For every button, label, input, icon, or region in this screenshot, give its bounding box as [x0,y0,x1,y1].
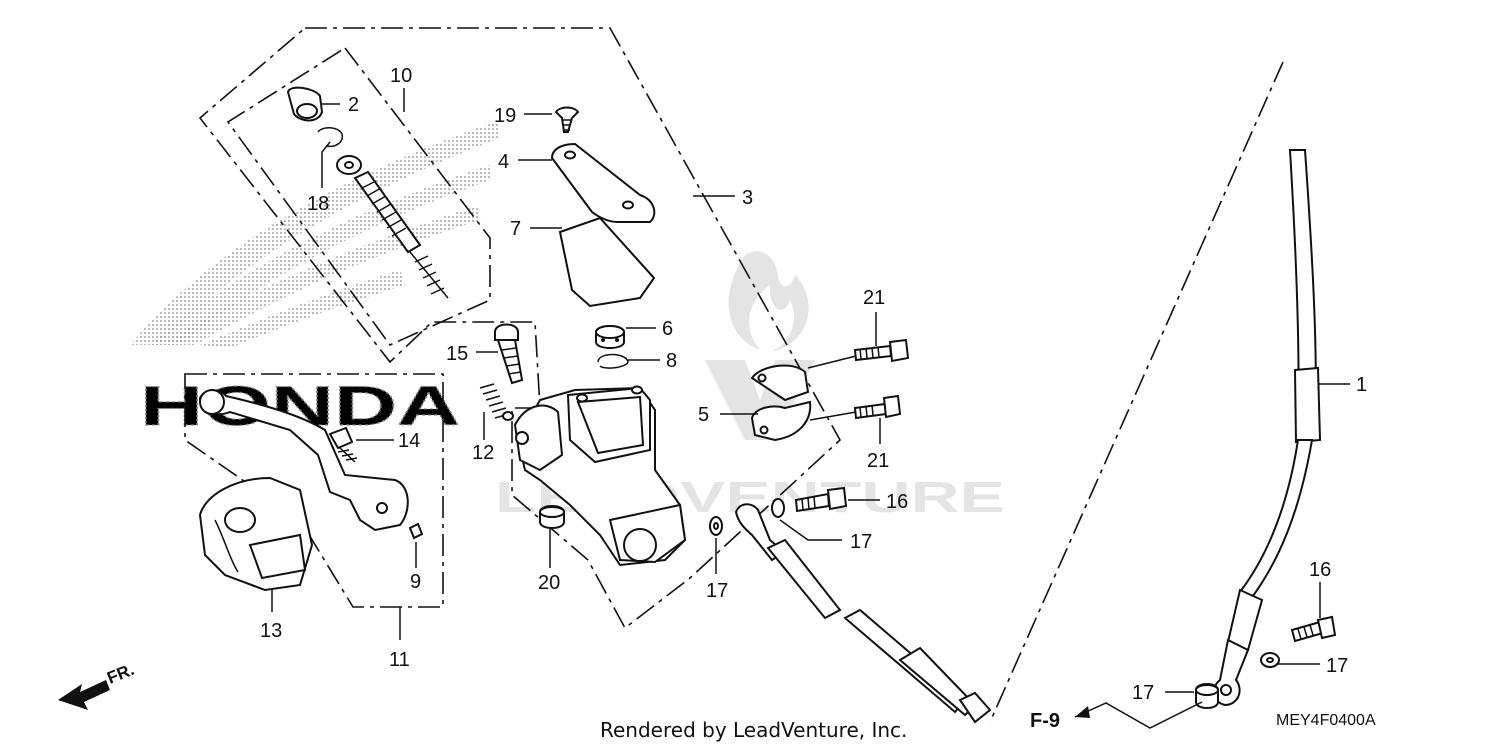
master-cylinder-body [513,385,687,567]
leader-lines [271,88,1350,729]
honda-wing-watermark: HONDA [130,120,500,438]
clamp-bolt-upper [853,338,910,363]
callout-20: 20 [538,572,560,594]
callout-17-a: 17 [706,580,728,602]
callout-12: 12 [472,442,494,464]
callout-7: 7 [510,218,521,240]
callout-3: 3 [742,187,753,209]
callout-1: 1 [1356,374,1367,396]
callout-17-b: 17 [850,531,872,553]
callout-13: 13 [260,620,282,642]
callout-15: 15 [446,343,468,365]
callout-17-c: 17 [1326,655,1348,677]
sealing-washers-upper [709,498,785,536]
assembly-outline-3 [198,27,842,630]
callout-9: 9 [410,571,421,593]
callout-19: 19 [494,105,516,127]
callout-18: 18 [307,193,329,215]
callout-8: 8 [666,350,677,372]
piston-assembly [286,86,449,299]
callout-6: 6 [662,318,673,340]
callout-21-a: 21 [863,287,885,309]
lever-cover [198,476,314,592]
bleeder-cap [539,505,565,529]
hose-reference-outline [989,61,1284,723]
callout-5: 5 [698,404,709,426]
float-and-clip [595,325,629,369]
callout-16-b: 16 [1309,559,1331,581]
lever-bolt-and-nut [328,426,424,540]
callout-21-b: 21 [867,450,889,472]
callout-17-d: 17 [1132,682,1154,704]
callout-10: 10 [390,65,412,87]
honda-wordmark: HONDA [140,374,460,437]
front-direction-label: FR. [104,660,137,688]
pivot-bolt-and-spring [479,323,524,421]
clamp-bolt-lower [853,394,902,420]
brake-lever [198,389,409,532]
callout-16-a: 16 [886,491,908,513]
holder-clamp [750,364,812,442]
callout-11: 11 [389,649,410,671]
callout-14: 14 [398,430,420,452]
reservoir-cap-group [550,106,656,308]
footer-credit: Rendered by LeadVenture, Inc. [600,718,907,742]
brake-hose [734,149,1322,724]
callout-2: 2 [348,94,359,116]
banjo-bolt-upper [794,486,848,513]
drawing-code: MEY4F0400A [1276,712,1376,729]
callout-4: 4 [498,151,509,173]
assembly-outline-10 [226,46,491,346]
reference-label: F-9 [1030,710,1060,732]
assembly-outline-11 [184,373,444,608]
banjo-bolt-lower [1290,615,1337,643]
front-direction-arrow [58,680,110,710]
